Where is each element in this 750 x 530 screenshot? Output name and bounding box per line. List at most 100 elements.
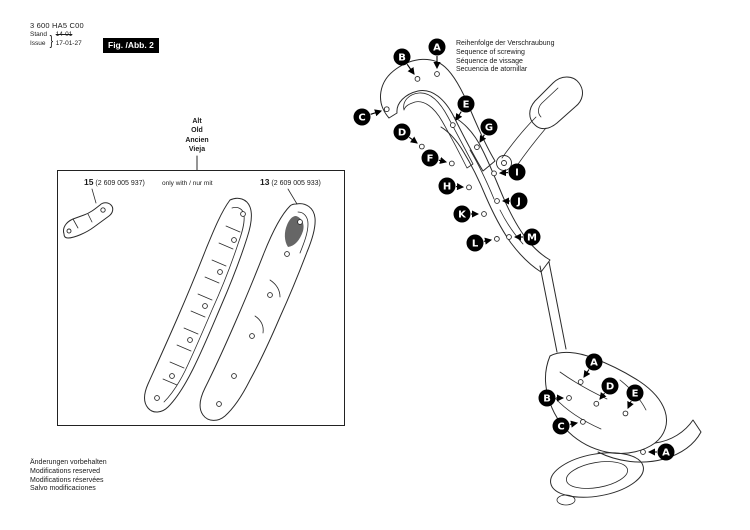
screw-point xyxy=(448,160,455,167)
stand-label: Stand xyxy=(30,31,47,38)
callout-a: A xyxy=(640,443,675,461)
part-13-left-shell xyxy=(144,197,252,413)
old-parts-inset-box xyxy=(57,170,345,426)
callout-letter: B xyxy=(543,394,551,405)
callout-letter: H xyxy=(443,182,451,193)
callout-badge xyxy=(626,384,644,402)
callout-badge xyxy=(657,443,675,461)
callout-b: B xyxy=(538,389,572,407)
callout-b: B xyxy=(393,48,421,82)
old-line-en: Old xyxy=(191,127,203,135)
screw-sequence-note: Reihenfolge der Verschraubung Sequence o… xyxy=(456,40,554,75)
callout-letter: I xyxy=(515,168,519,179)
mod-line-es: Salvo modificaciones xyxy=(30,485,96,493)
seq-line-en: Sequence of screwing xyxy=(456,48,525,56)
callout-m: M xyxy=(506,228,541,246)
screw-point xyxy=(494,198,500,204)
trimmer-head xyxy=(545,351,702,506)
issue-label: Issue xyxy=(30,39,46,47)
callout-badge xyxy=(552,417,570,435)
callout-arrow xyxy=(599,392,607,400)
callout-d: D xyxy=(393,123,425,150)
seq-line-de: Reihenfolge der Verschraubung xyxy=(456,40,555,47)
callout-badge xyxy=(438,177,456,195)
callout-letter: L xyxy=(472,239,479,250)
screw-point xyxy=(494,236,500,242)
callout-letter: D xyxy=(606,382,614,393)
pivot-knob-center xyxy=(501,160,507,166)
modifications-note: Änderungen vorbehalten Modifications res… xyxy=(30,459,107,494)
callout-e: E xyxy=(449,95,475,128)
item-15-partnumber: (2 609 005 937) xyxy=(95,180,145,187)
spool xyxy=(550,452,644,506)
old-line-de: Alt xyxy=(192,118,202,125)
callout-badge xyxy=(466,234,484,252)
old-line-fr: Ancien xyxy=(185,136,209,144)
seq-line-fr: Séquence de vissage xyxy=(456,57,523,65)
callout-l: L xyxy=(466,234,500,252)
callout-e: E xyxy=(622,384,644,417)
screw-point xyxy=(506,234,512,240)
screw-point xyxy=(593,400,600,407)
drive-shaft xyxy=(539,261,567,353)
callout-badge xyxy=(393,123,411,141)
part-13-right-shell xyxy=(199,203,316,421)
inset-drawings xyxy=(63,188,316,421)
screw-point xyxy=(622,410,629,417)
callout-arrow xyxy=(569,420,579,428)
callout-letter: C xyxy=(358,113,365,124)
callout-badge xyxy=(601,377,619,395)
brace-glyph: } xyxy=(49,31,54,48)
screw-point xyxy=(640,449,646,455)
callout-arrow xyxy=(455,111,463,121)
callout-arrow xyxy=(370,109,383,117)
item-13-leader xyxy=(287,188,298,205)
issue-block: Stand Issue } 14-01 17-01-27 xyxy=(30,31,82,48)
screw-point xyxy=(580,419,586,425)
screw-point xyxy=(418,143,425,150)
callout-letter: E xyxy=(463,100,470,111)
callout-j: J xyxy=(494,192,528,210)
screw-point xyxy=(491,170,497,177)
mod-line-en: Modifications reserved xyxy=(30,467,101,475)
screw-point xyxy=(577,379,584,385)
callout-arrow xyxy=(627,400,634,409)
callout-badge xyxy=(393,48,411,66)
callout-letter: B xyxy=(398,53,406,64)
callout-badge xyxy=(421,149,439,167)
callout-a: A xyxy=(577,353,603,385)
screw-point xyxy=(566,395,572,401)
callout-badge xyxy=(538,389,556,407)
callout-letter: K xyxy=(458,210,467,221)
callout-letter: C xyxy=(557,422,564,433)
callout-badge xyxy=(510,192,528,210)
callout-badge xyxy=(353,108,371,126)
callout-letter: F xyxy=(427,154,434,165)
item-15-label: 15 (2 609 005 937) xyxy=(84,177,145,187)
callout-arrow xyxy=(408,136,418,144)
screw-point xyxy=(474,144,480,150)
screw-point xyxy=(481,211,487,217)
screw-point xyxy=(414,76,421,82)
screw-point xyxy=(383,106,390,113)
callout-badge xyxy=(457,95,475,113)
guard xyxy=(597,419,702,463)
figure-label: Fig. /Abb. 2 xyxy=(103,38,159,53)
only-with-note: only with / nur mit xyxy=(162,180,213,187)
callout-letter: G xyxy=(485,123,493,134)
callout-badge xyxy=(585,353,603,371)
callout-badge xyxy=(508,163,526,181)
callout-letter: A xyxy=(590,358,598,369)
callout-c: C xyxy=(353,106,390,126)
callout-arrow xyxy=(479,134,487,143)
callout-arrow xyxy=(483,237,493,245)
callout-k: K xyxy=(453,205,487,223)
callout-d: D xyxy=(593,377,619,407)
callout-f: F xyxy=(421,149,455,167)
callout-g: G xyxy=(474,118,498,150)
callout-badge xyxy=(523,228,541,246)
callout-letter: A xyxy=(662,448,670,459)
callout-i: I xyxy=(491,163,526,181)
